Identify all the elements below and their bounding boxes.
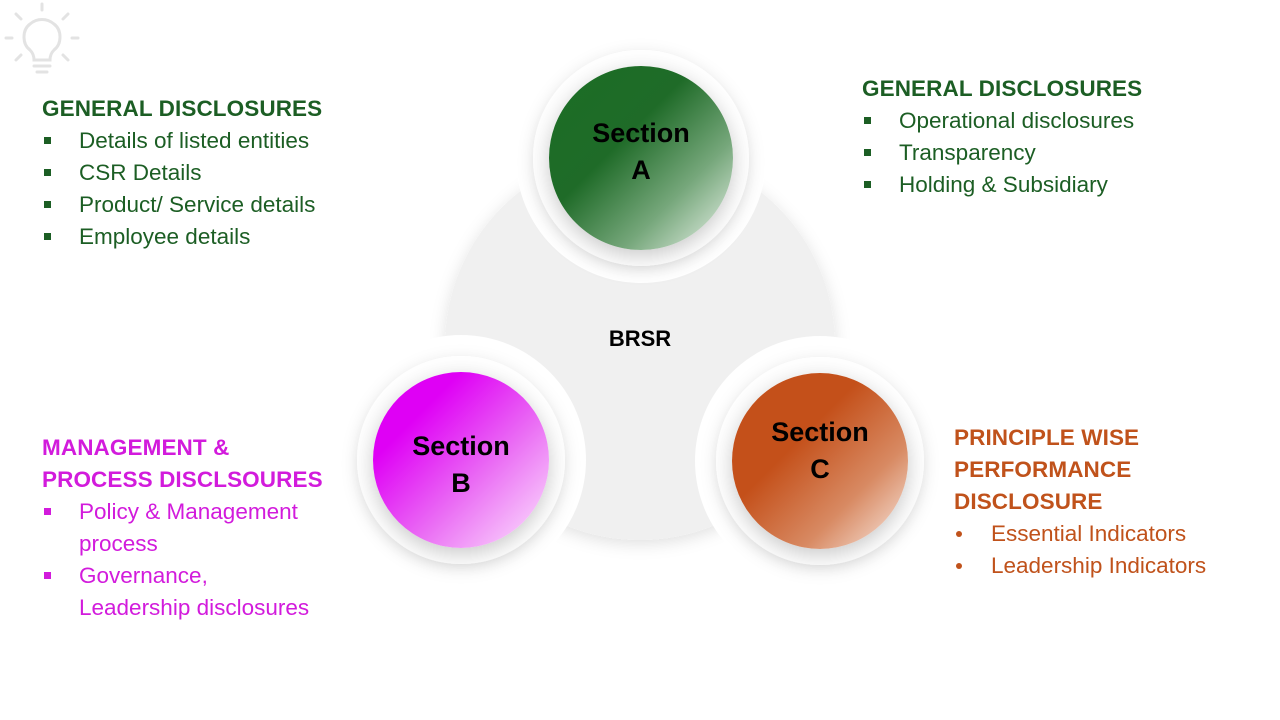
list-item-text: Leadership Indicators (991, 553, 1207, 578)
list-item: Policy & Management process (42, 496, 323, 560)
list-item-text-cont: process (79, 531, 158, 556)
bullet-list: Details of listed entities CSR Details P… (42, 125, 322, 253)
section-c-principle-wise: PRINCIPLE WISE PERFORMANCE DISCLOSURE Es… (954, 422, 1206, 582)
list-item-text: Employee details (79, 224, 251, 249)
list-item-text: Operational disclosures (899, 108, 1135, 133)
section-b-management-process: MANAGEMENT & PROCESS DISCLSOURES Policy … (42, 432, 323, 624)
section-b-circle[interactable]: Section B (373, 372, 549, 548)
block-heading: GENERAL DISCLOSURES (862, 76, 1143, 101)
list-item: Employee details (42, 221, 322, 253)
section-a-circle[interactable]: Section A (549, 66, 733, 250)
list-item-text-cont: Leadership disclosures (79, 595, 310, 620)
list-item-text: Governance, (79, 563, 208, 588)
lightbulb-icon (4, 2, 80, 74)
block-heading-line3: DISCLOSURE (954, 489, 1103, 514)
section-a-general-disclosures-left: GENERAL DISCLOSURES Details of listed en… (42, 93, 322, 253)
list-item-text: Policy & Management (79, 499, 298, 524)
list-item: Transparency (862, 137, 1142, 169)
section-b-letter: B (451, 468, 471, 498)
list-item-text: Details of listed entities (79, 128, 310, 153)
section-a-letter: A (631, 155, 651, 185)
block-heading-line1: PRINCIPLE WISE (954, 425, 1140, 450)
list-item: CSR Details (42, 157, 322, 189)
bullet-list: Policy & Management process Governance, Le… (42, 496, 323, 624)
list-item-text: Essential Indicators (991, 521, 1187, 546)
list-item: Leadership Indicators (954, 550, 1206, 582)
list-item-text: Holding & Subsidiary (899, 172, 1108, 197)
block-heading-line2: PERFORMANCE (954, 457, 1132, 482)
list-item: Details of listed entities (42, 125, 322, 157)
block-heading: GENERAL DISCLOSURES (42, 96, 323, 121)
list-item: Product/ Service details (42, 189, 322, 221)
section-c-circle[interactable]: Section C (732, 373, 908, 549)
section-c-label: Section (771, 417, 869, 447)
bullet-list: Operational disclosures Transparency Hol… (862, 105, 1142, 201)
list-item: Holding & Subsidiary (862, 169, 1142, 201)
list-item: Essential Indicators (954, 518, 1206, 550)
section-b-label: Section (412, 431, 510, 461)
list-item-text: Transparency (899, 140, 1036, 165)
section-a-label: Section (592, 118, 690, 148)
block-heading-line2: PROCESS DISCLSOURES (42, 467, 323, 492)
list-item-text: CSR Details (79, 160, 202, 185)
bullet-list: Essential Indicators Leadership Indicato… (954, 518, 1206, 582)
center-title: BRSR (608, 326, 672, 351)
list-item-text: Product/ Service details (79, 192, 316, 217)
list-item: Governance, Leadership disclosures (42, 560, 323, 624)
section-c-letter: C (810, 454, 830, 484)
section-a-general-disclosures-right: GENERAL DISCLOSURES Operational disclosu… (862, 73, 1142, 201)
list-item: Operational disclosures (862, 105, 1142, 137)
block-heading-line1: MANAGEMENT & (42, 435, 230, 460)
